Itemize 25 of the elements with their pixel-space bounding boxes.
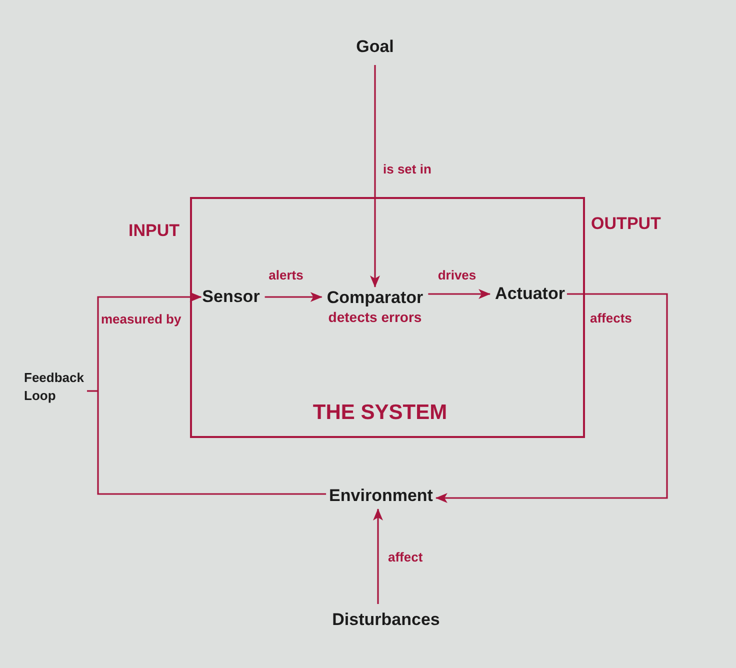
system-box xyxy=(190,197,585,438)
arrow xyxy=(264,292,322,302)
section-label: INPUT xyxy=(128,221,180,241)
node-label: Environment xyxy=(329,486,433,506)
edge-label: measured by xyxy=(101,310,182,328)
edge-label: drives xyxy=(438,266,476,284)
edge-label: is set in xyxy=(383,160,432,178)
leader-line xyxy=(86,390,98,392)
edge-label: alerts xyxy=(268,266,304,284)
node-label: Goal xyxy=(356,37,394,57)
section-label: OUTPUT xyxy=(591,214,661,234)
node-label: Sensor xyxy=(202,287,260,307)
arrow xyxy=(97,292,326,495)
arrow xyxy=(428,289,491,299)
arrow xyxy=(435,293,668,503)
edge-label: affects xyxy=(590,310,632,326)
note-label: Feedback Loop xyxy=(24,369,84,405)
arrow xyxy=(370,65,380,288)
node-label: Actuator xyxy=(495,284,565,304)
node-label: Disturbances xyxy=(332,610,440,630)
edge-label: affect xyxy=(388,548,423,566)
node-caption: detects errors xyxy=(328,308,422,326)
system-title: THE SYSTEM xyxy=(312,400,448,426)
arrow xyxy=(373,508,383,604)
node-label: Comparator xyxy=(326,288,424,308)
